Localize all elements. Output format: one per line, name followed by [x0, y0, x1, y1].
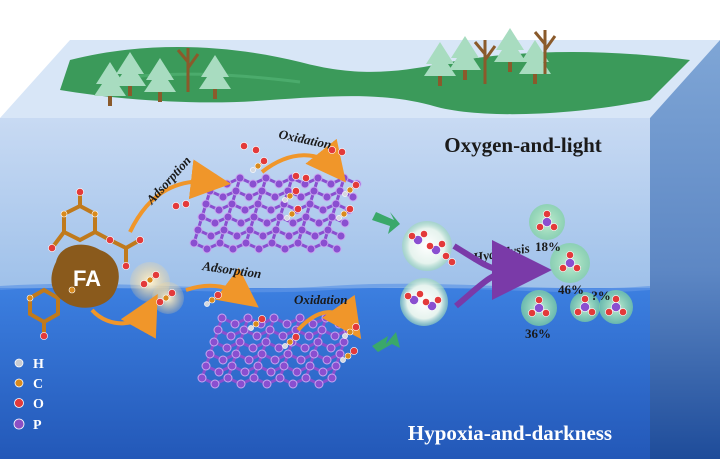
fa-label: FA [73, 266, 101, 291]
pine-tree-icon [449, 36, 481, 80]
tree-group [94, 28, 557, 106]
molecule-layer [140, 142, 627, 363]
legend-c-dot [14, 378, 24, 388]
adsorption-arrow-mid [185, 267, 259, 308]
adsorption-arrow-bottom [90, 294, 158, 339]
green-arrow-bottom [372, 332, 400, 352]
legend-h-label: H [33, 357, 44, 372]
legend-o-dot [14, 398, 24, 408]
box-side-face [650, 40, 720, 459]
pine-tree-icon [424, 42, 456, 86]
pine-tree-icon [144, 58, 176, 102]
phosphorene-sheet-bottom [197, 313, 357, 389]
bare-tree-icon [473, 40, 497, 84]
product-percent-4: ?% [591, 288, 611, 303]
green-arrow-top [372, 212, 400, 234]
pine-tree-icon [494, 28, 526, 72]
legend-o-label: O [33, 397, 44, 412]
legend-p-label: P [33, 418, 42, 433]
oxidation-arrow-bottom [296, 294, 362, 340]
pine-tree-icon [199, 55, 231, 99]
product-percent-1: 18% [535, 239, 561, 254]
hypoxia-darkness-label: Hypoxia-and-darkness [408, 421, 612, 445]
pine-tree-icon [114, 52, 146, 96]
pine-tree-icon [94, 62, 126, 106]
hydrolysis-arrow [452, 246, 528, 306]
legend-c-label: C [33, 377, 43, 392]
oxygen-light-label: Oxygen-and-light [444, 133, 602, 157]
legend-h-dot [14, 358, 24, 368]
pine-tree-icon [519, 40, 551, 84]
bare-tree-icon [533, 30, 557, 74]
product-percent-3: 36% [525, 326, 551, 341]
oxidation-label-bottom: Oxidation [294, 292, 347, 307]
atom-legend: H C O P [13, 357, 44, 433]
product-percent-2: 46% [558, 282, 584, 297]
legend-p-dot [13, 418, 25, 430]
fa-molecule: FA [26, 188, 144, 340]
oxidation-arrow-top [260, 138, 347, 183]
adsorption-arrow-top [128, 159, 231, 233]
bare-tree-icon [176, 48, 200, 92]
